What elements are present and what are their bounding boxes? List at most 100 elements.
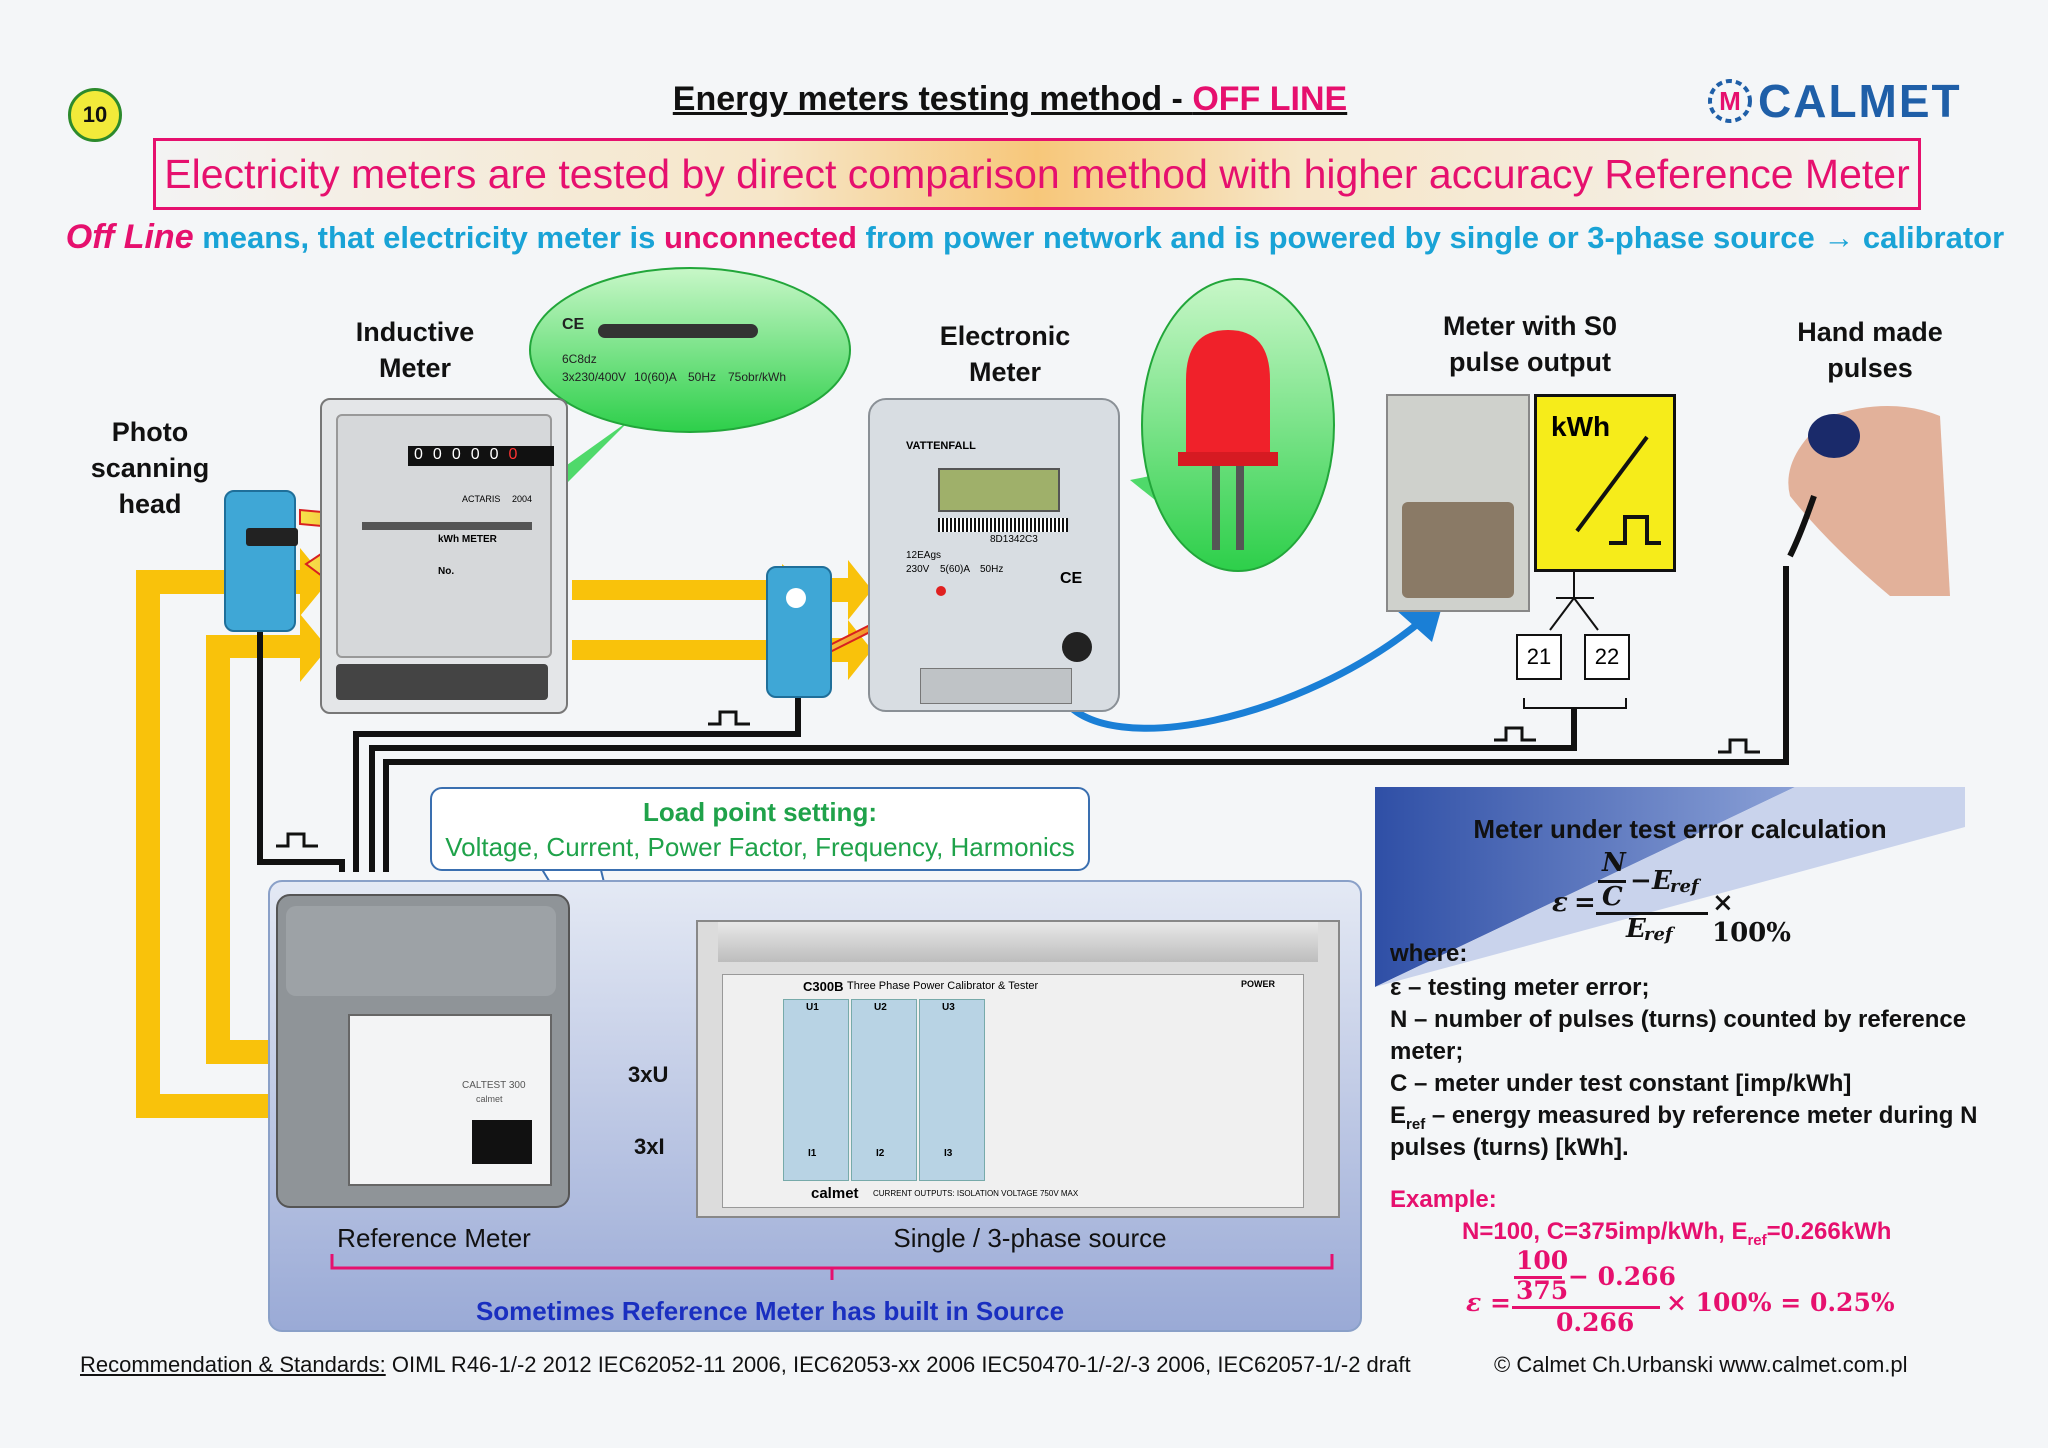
formula-main-bar — [1596, 912, 1708, 915]
nameplate-spec-3: 50Hz — [688, 370, 717, 384]
example-numerator-N: 100 — [1516, 1246, 1569, 1275]
def-Eref-symbol: E — [1390, 1102, 1407, 1129]
right-arrow-1 — [848, 560, 872, 620]
example-values-sub: ref — [1747, 1231, 1767, 1249]
mid-power-line-1 — [572, 580, 782, 600]
nameplate-code: 6C8dz — [562, 352, 597, 366]
example-epsilon: ε — [1466, 1288, 1482, 1317]
where-label: where: — [1390, 940, 1468, 967]
register-digit-1: 0 — [414, 446, 433, 463]
example-label: Example: — [1390, 1186, 1497, 1213]
example-values: N=100, C=375imp/kWh, Eref=0.266kWh — [1462, 1218, 1891, 1249]
formula-minus: − — [1630, 866, 1652, 896]
c300b-title: Three Phase Power Calibrator & Tester — [847, 980, 1039, 992]
s0-terminal-block — [1386, 394, 1530, 612]
s0-pulse-icon — [1575, 435, 1661, 545]
s0-bracket-line — [1523, 698, 1627, 709]
c300b-handle — [718, 922, 1318, 962]
reference-power-socket — [472, 1120, 532, 1164]
def-unconnected: unconnected — [664, 220, 857, 255]
electronic-ce: CE — [1060, 570, 1083, 587]
electronic-lcd — [938, 468, 1060, 512]
formula-N: N — [1602, 848, 1626, 878]
caltest-model: CALTEST 300 — [462, 1080, 526, 1091]
reference-meter-device: CALTEST 300 calmet — [276, 894, 570, 1208]
example-values-part-2: =0.266kWh — [1766, 1218, 1892, 1245]
offline-term: Off Line — [65, 218, 194, 256]
pulse-symbol-1 — [276, 832, 318, 848]
s0-screw-terminals — [1402, 502, 1514, 598]
page-title: Energy meters testing method - OFF LINE — [650, 80, 1370, 119]
example-minus: − 0.266 — [1568, 1262, 1676, 1291]
intro-banner: Electricity meters are tested by direct … — [153, 138, 1921, 210]
pulse-symbol-4 — [1718, 738, 1760, 754]
formula-epsilon: ε — [1552, 888, 1568, 918]
calmet-logo-icon: M — [1708, 79, 1752, 123]
logo-mark: M — [1719, 86, 1741, 116]
channel-u1-label: U1 — [806, 1002, 819, 1013]
register-digit-2: 0 — [432, 446, 452, 463]
led-leg-right — [1236, 460, 1244, 550]
led-leg-left — [1212, 460, 1220, 550]
inner-power-line — [206, 614, 328, 1064]
logo-text: CALMET — [1758, 75, 1962, 127]
example-values-part-1: N=100, C=375imp/kWh, E — [1462, 1218, 1748, 1245]
def-Eref-cont: pulses (turns) [kWh]. — [1390, 1134, 1629, 1161]
s0-label-line-1: Meter with S0 — [1442, 311, 1618, 341]
nameplate-ce: CE — [562, 316, 585, 333]
c300b-power-label: POWER — [1241, 979, 1276, 989]
channel-u3-label: U3 — [942, 1002, 955, 1013]
def-C: C – meter under test constant [imp/kWh] — [1390, 1070, 1852, 1097]
inductive-label-line-2: Meter — [378, 353, 452, 383]
outer-power-line — [136, 548, 328, 1118]
def-epsilon: ε – testing meter error; — [1390, 974, 1650, 1001]
reference-meter-label: Reference Meter — [337, 1223, 531, 1253]
formula-equals: = — [1574, 888, 1596, 918]
c300b-model: C300B — [803, 979, 844, 994]
s0-transistor-symbol — [1549, 568, 1599, 631]
register-digit-5: 0 — [489, 446, 509, 463]
hand-label-line-1: Hand made — [1797, 317, 1943, 347]
c300b-front-panel: C300B Three Phase Power Calibrator & Tes… — [722, 974, 1304, 1208]
def-part-2: from power network and is powered by sin… — [856, 220, 1824, 255]
photo-scanning-head — [224, 490, 298, 632]
register-digit-4: 0 — [470, 446, 490, 463]
inductive-serial-label: No. — [438, 566, 455, 577]
channel-i2-label: I2 — [876, 1148, 885, 1159]
power-lines — [136, 548, 872, 1178]
photo-label-line-1: Photo — [111, 417, 189, 447]
load-point-items: Voltage, Current, Power Factor, Frequenc… — [445, 832, 1075, 862]
terminal-22: 22 — [1584, 634, 1630, 680]
electronic-terminal-block — [920, 668, 1072, 704]
hand-pulse-line — [383, 566, 1789, 872]
terminal-21: 21 — [1516, 634, 1562, 680]
example-C: 375 — [1516, 1276, 1569, 1305]
s0-link-arrow-line — [1061, 619, 1423, 732]
error-calc-title: Meter under test error calculation — [1473, 814, 1887, 844]
inductive-kwh-label: kWh METER — [438, 534, 497, 545]
s0-label-line-2: pulse output — [1449, 347, 1611, 377]
standards-label: Recommendation & Standards: — [80, 1352, 386, 1377]
photo-head-pulse-line — [257, 628, 345, 872]
electronic-knob — [1062, 632, 1092, 662]
electronic-label-line-2: Meter — [968, 357, 1042, 387]
electronic-pulse-led — [936, 586, 946, 596]
example-result: × 100% = 0.25% — [1666, 1288, 1895, 1317]
s0-kwh-label: kWh — [1551, 411, 1611, 442]
inductive-meter: 000000 ACTARIS 2004 kWh METER No. — [320, 398, 568, 714]
nameplate-spec-2: 10(60)A — [634, 370, 677, 384]
standards-footer: Recommendation & Standards: OIML R46-1/-… — [80, 1352, 1411, 1378]
c300b-source-device: C300B Three Phase Power Calibrator & Tes… — [696, 920, 1340, 1218]
c300b-isolation-note: CURRENT OUTPUTS: ISOLATION VOLTAGE 750V … — [873, 1189, 1079, 1198]
inductive-label-line-1: Inductive — [355, 317, 475, 347]
standards-list: OIML R46-1/-2 2012 IEC62052-11 2006, IEC… — [385, 1352, 1411, 1377]
def-N-cont: meter; — [1390, 1038, 1464, 1065]
built-in-source-note: Sometimes Reference Meter has built in S… — [475, 1296, 1065, 1326]
pulse-symbols — [276, 710, 1760, 848]
channel-u2-label: U2 — [874, 1002, 887, 1013]
register-digit-3: 0 — [451, 446, 471, 463]
c300b-brand: calmet — [811, 1185, 859, 1202]
